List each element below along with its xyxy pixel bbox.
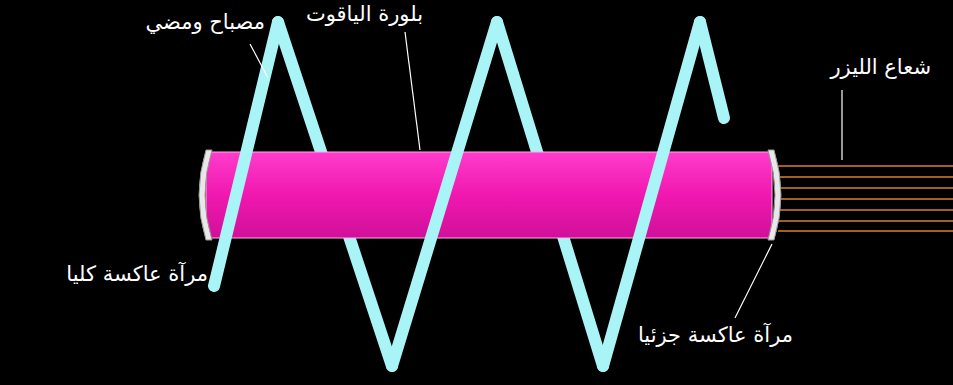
rod-label: بلورة الياقوت [306,2,423,27]
mirror-label: مرآة عاكسة كليا [66,262,208,287]
leader-lines [250,32,842,318]
laser-beam [778,166,953,231]
full-mirror [199,150,212,240]
ruby-rod [206,152,772,238]
lamp-label: مصباح ومضي [145,10,265,35]
beam-label: شعاع الليزر [830,55,931,80]
mirror-label: مرآة عاكسة جزئيا [638,323,793,348]
flash-lamp-front [214,22,700,366]
partial-mirror [768,150,781,240]
